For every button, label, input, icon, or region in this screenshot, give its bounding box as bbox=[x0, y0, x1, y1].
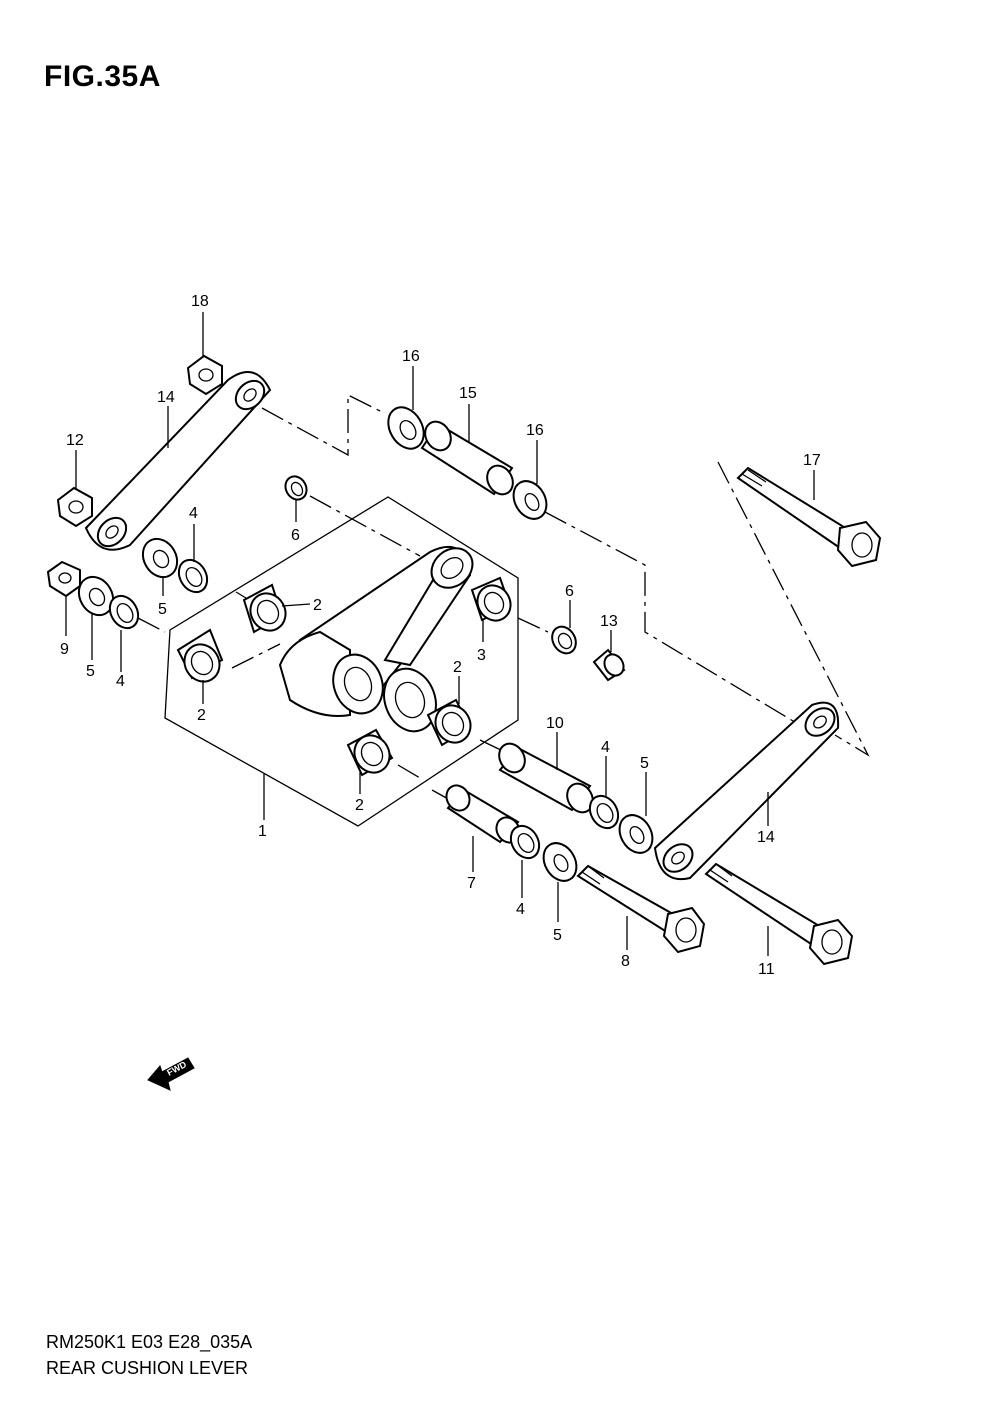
guide-line-16-to-right-rod bbox=[544, 511, 809, 731]
oil-seal bbox=[588, 794, 620, 830]
bolt bbox=[576, 864, 706, 954]
diagram-title: REAR CUSHION LEVER bbox=[46, 1358, 249, 1378]
oil-seal bbox=[108, 594, 140, 630]
callout-5: 5 bbox=[640, 755, 649, 772]
callout-12: 12 bbox=[66, 432, 84, 449]
callout-4: 4 bbox=[116, 673, 125, 690]
washer bbox=[618, 814, 654, 854]
callout-18: 18 bbox=[191, 293, 209, 310]
nut bbox=[46, 560, 81, 598]
model-code: RM250K1 E03 E28_035A bbox=[46, 1332, 253, 1352]
callout-17: 17 bbox=[803, 452, 821, 469]
callout-4: 4 bbox=[189, 505, 198, 522]
bolt bbox=[736, 466, 882, 568]
bolt bbox=[704, 862, 854, 966]
callout-16: 16 bbox=[526, 422, 544, 439]
needle-bearing bbox=[346, 728, 394, 777]
callout-4: 4 bbox=[516, 901, 525, 918]
figure-title: FIG.35A bbox=[44, 60, 161, 93]
cushion-rod-lower bbox=[653, 701, 840, 881]
callout-labels: 18 14 12 16 15 16 17 6 4 5 2 9 5 4 2 3 6… bbox=[60, 293, 821, 978]
cushion-rod-upper bbox=[84, 371, 272, 551]
needle-bearing bbox=[426, 698, 472, 747]
callout-2: 2 bbox=[453, 659, 462, 676]
spacer-collar bbox=[498, 742, 594, 814]
washer bbox=[512, 480, 548, 520]
guide-line-left-washers bbox=[137, 617, 166, 633]
callout-3: 3 bbox=[477, 647, 486, 664]
callout-2: 2 bbox=[313, 597, 322, 614]
needle-bearing bbox=[242, 583, 287, 634]
callout-9: 9 bbox=[60, 641, 69, 658]
callout-5: 5 bbox=[553, 927, 562, 944]
callout-7: 7 bbox=[467, 875, 476, 892]
callout-16: 16 bbox=[402, 348, 420, 365]
needle-bearing bbox=[470, 576, 512, 622]
callout-2: 2 bbox=[197, 707, 206, 724]
guide-line-bearing-top bbox=[235, 591, 247, 599]
callout-14: 14 bbox=[757, 829, 775, 846]
oil-seal bbox=[509, 824, 541, 860]
nut bbox=[186, 354, 223, 396]
washer bbox=[542, 842, 578, 882]
oil-seal bbox=[284, 475, 308, 501]
guide-line-upper-rod bbox=[261, 393, 383, 457]
callout-1: 1 bbox=[258, 823, 267, 840]
spacer-collar bbox=[592, 648, 626, 682]
callout-8: 8 bbox=[621, 953, 630, 970]
guide-line-bearing-bottom bbox=[397, 764, 421, 779]
callout-14: 14 bbox=[157, 389, 175, 406]
callout-6: 6 bbox=[291, 527, 300, 544]
cushion-lever bbox=[278, 546, 474, 733]
callout-5: 5 bbox=[86, 663, 95, 680]
oil-seal bbox=[177, 558, 209, 594]
lever-assembly-box bbox=[164, 496, 519, 827]
callout-4: 4 bbox=[601, 739, 610, 756]
callout-13: 13 bbox=[600, 613, 618, 630]
leader-lines bbox=[65, 312, 815, 956]
oil-seal bbox=[551, 625, 577, 655]
needle-bearing bbox=[176, 628, 224, 683]
callout-10: 10 bbox=[546, 715, 564, 732]
callout-5: 5 bbox=[158, 601, 167, 618]
callout-2: 2 bbox=[355, 797, 364, 814]
guide-line-right-6 bbox=[517, 617, 549, 633]
callout-6: 6 bbox=[565, 583, 574, 600]
washer bbox=[387, 406, 425, 450]
washer bbox=[77, 575, 115, 617]
guide-line-bearing-left bbox=[231, 643, 281, 669]
spacer-collar bbox=[420, 420, 514, 496]
guide-line-6 bbox=[309, 495, 421, 557]
callout-15: 15 bbox=[459, 385, 477, 402]
washer bbox=[141, 537, 179, 579]
guide-line-bolt-17 bbox=[717, 461, 870, 757]
nut bbox=[56, 486, 93, 528]
callout-11: 11 bbox=[758, 961, 775, 978]
forward-arrow-icon: FWD bbox=[147, 1057, 195, 1091]
